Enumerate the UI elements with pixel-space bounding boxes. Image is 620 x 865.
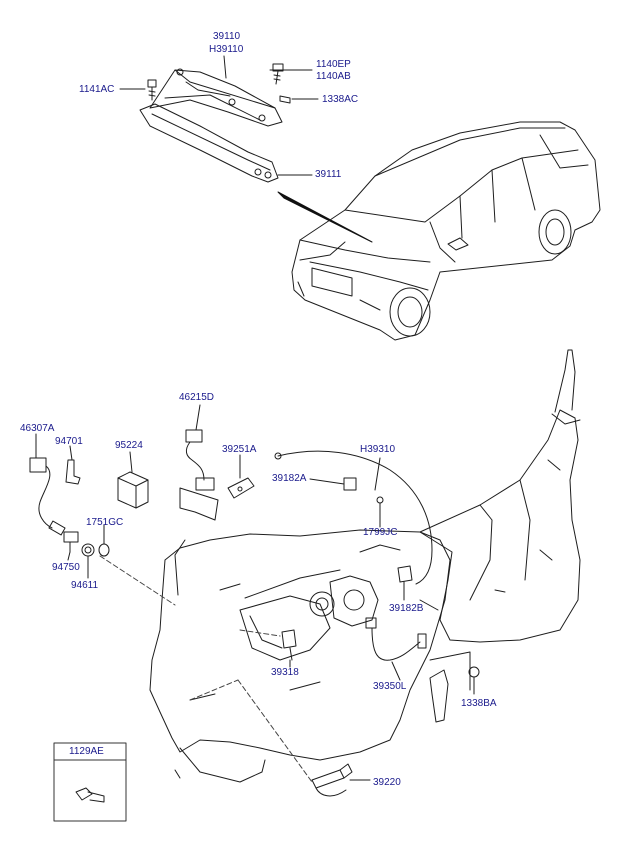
clip-1338ac-illustration [279,95,291,104]
sensor-94750-illustration [63,531,79,553]
part-label-h39310[interactable]: H39310 [360,444,396,455]
clamp-1799jc-illustration [376,496,384,504]
part-label-h39110[interactable]: H39110 [209,44,244,55]
part-label-46307a[interactable]: 46307A [20,423,55,434]
part-label-1338ba[interactable]: 1338BA [461,698,497,709]
sensor-39350l-illustration [365,617,427,661]
part-label-1799jc[interactable]: 1799JC [363,527,398,538]
transmission-illustration [419,349,581,643]
part-label-1751gc[interactable]: 1751GC [86,517,124,528]
sensor-46307a-illustration [29,457,66,536]
part-label-1140ab[interactable]: 1140AB [316,71,351,82]
bolt-1140ep-illustration [272,63,284,85]
washer-94611-illustration [81,543,95,557]
part-label-39110[interactable]: 39110 [213,31,241,42]
part-label-39182b[interactable]: 39182B [389,603,424,614]
bracket-94701-illustration [65,459,81,485]
engine-cover-illustration [149,68,283,127]
engine-block-illustration [149,529,471,783]
inset-box-1129ae [53,742,127,822]
bolt-1141ac-illustration [147,79,157,101]
bracket-39251a-illustration [227,477,255,499]
part-label-39251a[interactable]: 39251A [222,444,257,455]
part-label-46215d[interactable]: 46215D [179,392,215,403]
cover-bracket-illustration [139,103,279,183]
part-label-39220[interactable]: 39220 [373,777,401,788]
connector-39182b-illustration [397,565,413,583]
part-label-1129ae[interactable]: 1129AE [69,746,104,757]
sensor-46215d-illustration [179,429,219,521]
wiring-harness-illustration [277,450,433,585]
part-label-94750[interactable]: 94750 [52,562,80,573]
part-label-94701[interactable]: 94701 [55,436,83,447]
relay-95224-illustration [117,471,149,509]
part-label-1140ep[interactable]: 1140EP [316,59,351,70]
reference-lines [99,555,313,783]
part-label-39350l[interactable]: 39350L [373,681,407,692]
sensor-39318-illustration [281,629,297,661]
bolt-1129ae-illustration [75,787,105,803]
vehicle-illustration [291,121,601,341]
part-label-95224[interactable]: 95224 [115,440,143,451]
sensor-39220-illustration [311,763,353,797]
part-label-1141ac[interactable]: 1141AC [79,84,115,95]
part-label-94611[interactable]: 94611 [71,580,99,591]
connector-39182a-illustration [343,477,357,491]
part-label-1338ac[interactable]: 1338AC [322,94,359,105]
bracket-1338ba-illustration [429,666,480,723]
part-label-39182a[interactable]: 39182A [272,473,307,484]
gasket-1751gc-illustration [98,543,110,557]
location-arrow [277,191,373,243]
part-label-39111[interactable]: 39111 [315,169,342,180]
part-label-39318[interactable]: 39318 [271,667,299,678]
